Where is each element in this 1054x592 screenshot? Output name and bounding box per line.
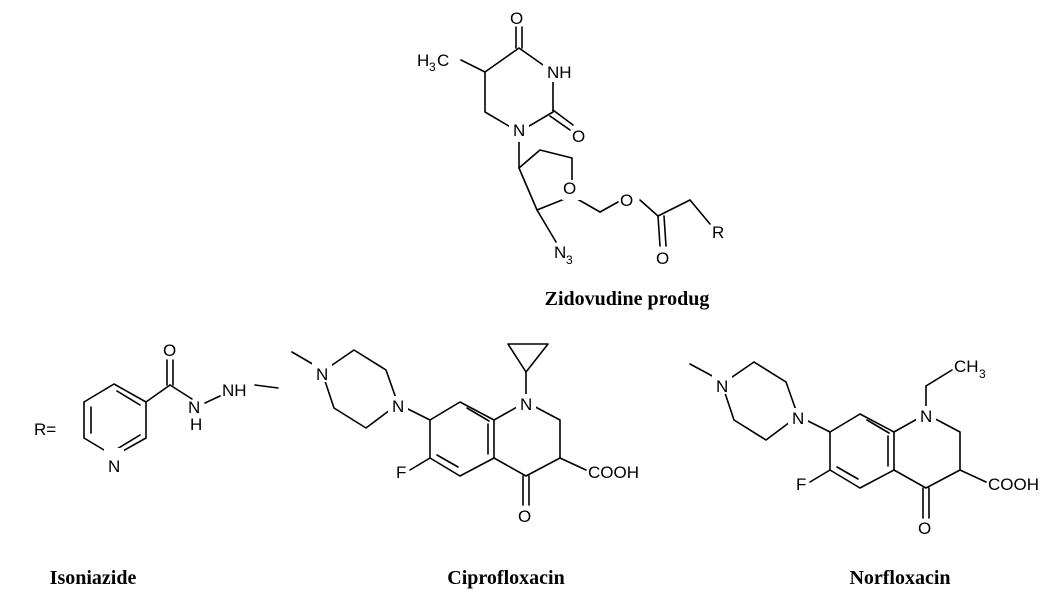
norflox-cooh: COOH (988, 475, 1039, 494)
isoniazide-nitrogen-h: H (190, 415, 202, 434)
ciprofloxacin-caption: Ciprofloxacin (447, 567, 564, 589)
norflox-ethyl-subscript: 3 (979, 367, 986, 381)
zidovudine-methyl-c: C (437, 51, 449, 70)
r-equals-label: R= (34, 420, 56, 439)
zidovudine-methyl-h: H (417, 51, 429, 70)
zidovudine-azide-subscript: 3 (566, 253, 573, 267)
zidovudine-carbonyl-oxygen: O (656, 249, 669, 268)
zidovudine-r-group: R (712, 223, 724, 242)
zidovudine-oxygen-right: O (572, 127, 585, 146)
isoniazide-caption: Isoniazide (50, 567, 137, 589)
zidovudine-methyl-subscript: 3 (429, 60, 436, 74)
isoniazide-nh: NH (222, 381, 247, 400)
zidovudine-ester-oxygen: O (620, 191, 633, 210)
norflox-piperazine-n1: N (716, 377, 728, 396)
cipro-cooh: COOH (588, 463, 639, 482)
isoniazide-nitrogen-1: N (188, 398, 200, 417)
isoniazide-structure: R= O N H NH N Isoniazide (34, 341, 279, 589)
norflox-fluorine: F (796, 475, 806, 494)
cipro-quinolone-nitrogen: N (520, 395, 532, 414)
zidovudine-azide-n: N (554, 243, 566, 262)
cipro-carbonyl-oxygen: O (518, 507, 531, 526)
norflox-carbonyl-oxygen: O (918, 519, 931, 538)
zidovudine-nh: NH (547, 63, 572, 82)
cipro-piperazine-n2: N (392, 397, 404, 416)
isoniazide-carbonyl-oxygen: O (163, 341, 176, 360)
cipro-fluorine: F (396, 463, 406, 482)
ciprofloxacin-structure: N N N F O COOH Ciprofloxacin (291, 343, 639, 589)
zidovudine-caption: Zidovudine produg (545, 288, 710, 310)
isoniazide-ring-nitrogen: N (108, 457, 120, 476)
norfloxacin-structure: N N N F O COOH CH 3 Norfloxacin (689, 357, 1039, 589)
zidovudine-ring-oxygen: O (563, 179, 576, 198)
zidovudine-prodrug-structure: O NH O N O O O R H 3 C N 3 Zidovudine pr… (417, 9, 724, 310)
cipro-piperazine-n1: N (316, 365, 328, 384)
norflox-quinolone-nitrogen: N (920, 407, 932, 426)
norfloxacin-caption: Norfloxacin (849, 567, 950, 589)
zidovudine-oxygen-top: O (510, 9, 523, 28)
zidovudine-ring-nitrogen: N (513, 121, 525, 140)
norflox-ethyl-ch: CH (954, 357, 979, 376)
norflox-piperazine-n2: N (792, 409, 804, 428)
